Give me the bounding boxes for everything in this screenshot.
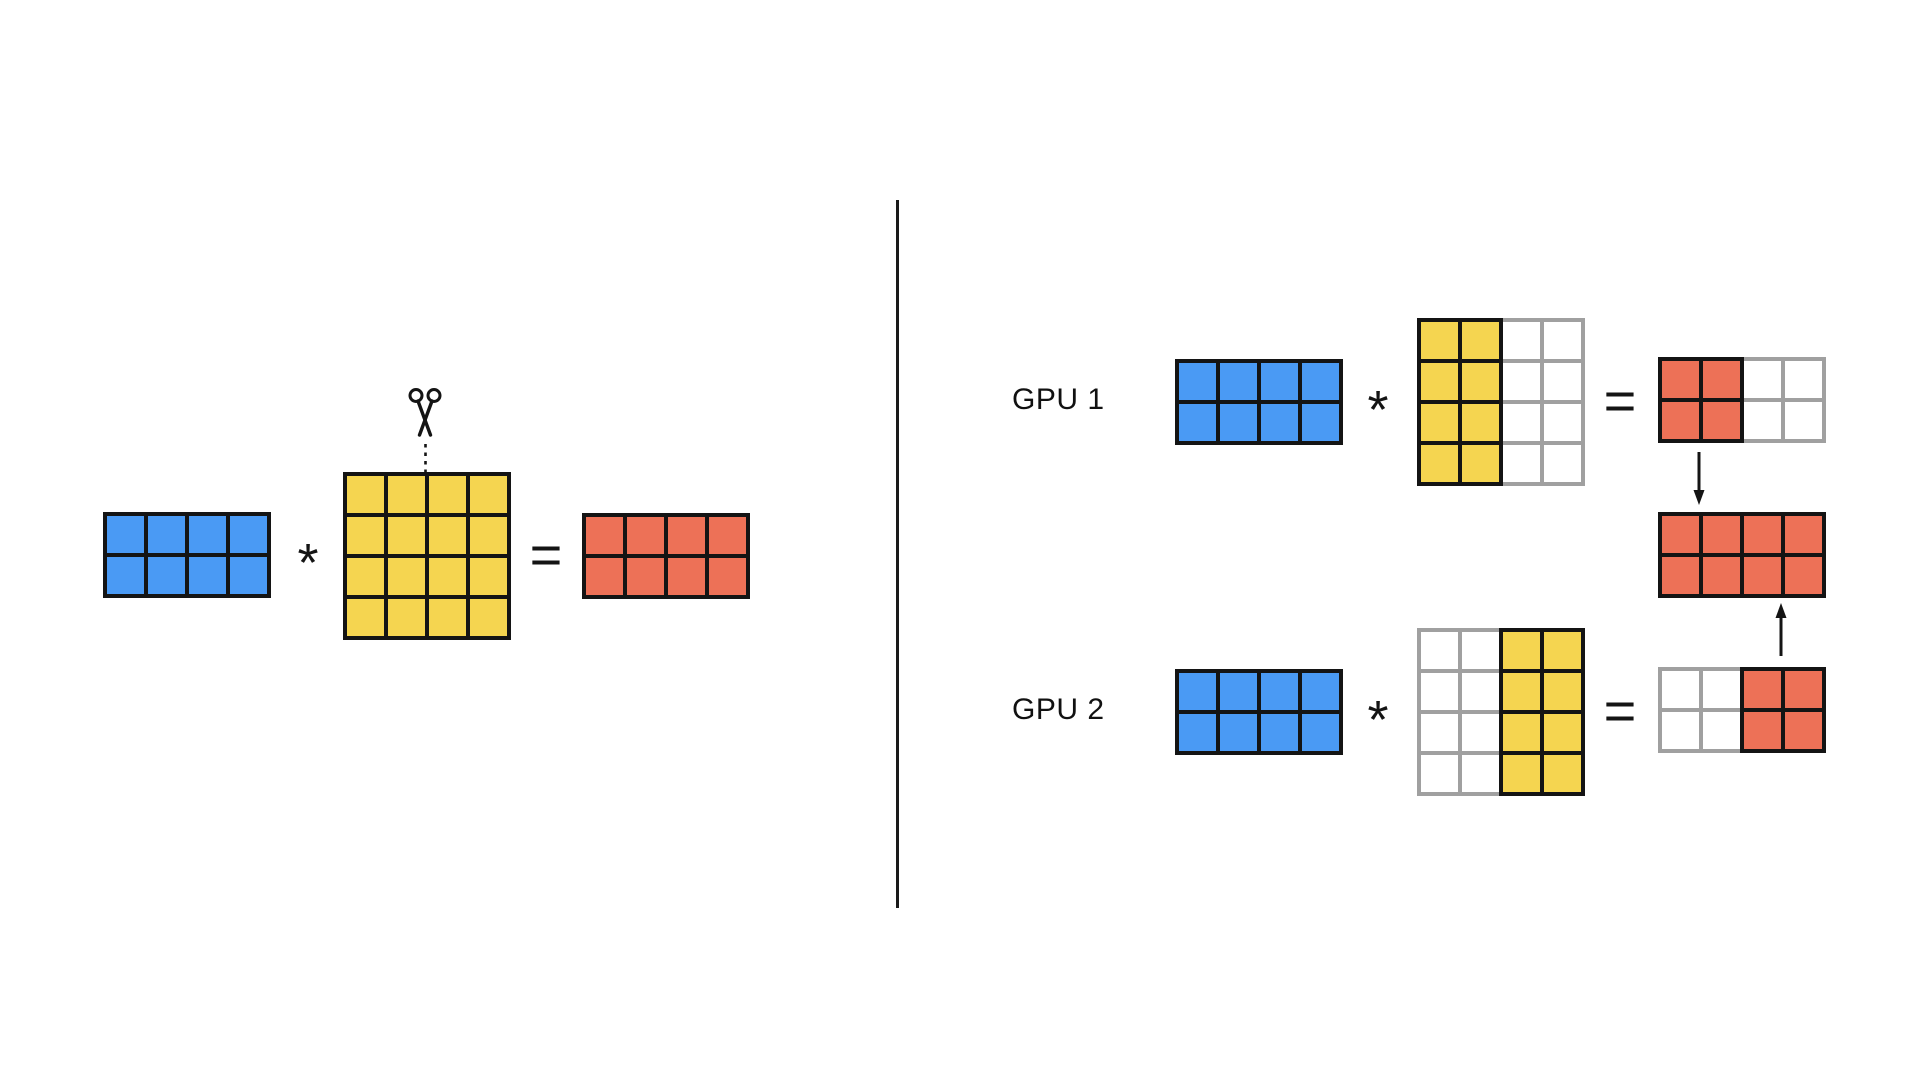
matrix-weight-gpu1 bbox=[1417, 318, 1585, 486]
equals-operator-gpu1: = bbox=[1603, 368, 1637, 432]
multiply-operator-gpu2: * bbox=[1367, 690, 1389, 750]
matrix-output-left bbox=[582, 513, 750, 599]
arrow-up-icon bbox=[1771, 602, 1791, 656]
matrix-weight-left bbox=[343, 472, 511, 640]
matrix-output-gpu2 bbox=[1658, 667, 1826, 753]
multiply-operator-left: * bbox=[297, 533, 319, 593]
matrix-input-left bbox=[103, 512, 271, 598]
equals-operator-left: = bbox=[529, 522, 563, 586]
cut-dashed-line bbox=[423, 444, 428, 472]
panel-divider-line bbox=[896, 200, 899, 908]
gpu1-label: GPU 1 bbox=[1012, 383, 1105, 416]
matrix-input-gpu1 bbox=[1175, 359, 1343, 445]
matrix-weight-gpu2 bbox=[1417, 628, 1585, 796]
arrow-down-icon bbox=[1689, 452, 1709, 506]
matrix-input-gpu2 bbox=[1175, 669, 1343, 755]
gpu2-label: GPU 2 bbox=[1012, 693, 1105, 726]
scissors-icon bbox=[403, 386, 447, 442]
equals-operator-gpu2: = bbox=[1603, 678, 1637, 742]
matrix-output-gpu1 bbox=[1658, 357, 1826, 443]
multiply-operator-gpu1: * bbox=[1367, 380, 1389, 440]
matrix-output-combined bbox=[1658, 512, 1826, 598]
